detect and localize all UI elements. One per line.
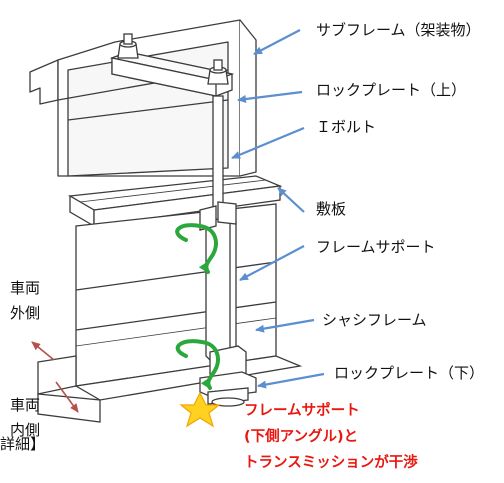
warning-line-3: トランスミッションが干渉: [244, 455, 418, 471]
rotation-arrows: [175, 223, 220, 390]
label-chassis-frame: シャシフレーム: [322, 311, 427, 329]
label-vehicle-outer-2: 外側: [10, 304, 41, 322]
lock-plate-lower: [199, 371, 257, 407]
callout-lock-plate-lower: [257, 372, 325, 389]
label-i-bolt: Ｉボルト: [316, 118, 377, 136]
warning-line-2: (下側アングル)と: [244, 429, 359, 445]
rotation-arrow-upper: [175, 223, 218, 274]
direction-arrows: [31, 341, 79, 413]
callout-subframe: [253, 29, 301, 55]
interference-star-icon: [179, 391, 221, 428]
callout-arrows: [231, 29, 325, 389]
callout-frame-support: [239, 245, 305, 281]
label-shikiita: 敷板: [316, 200, 347, 218]
label-vehicle-inner-1: 車両: [10, 396, 41, 414]
callout-lock-plate-upper: [237, 90, 303, 103]
label-lock-plate-lower: ロックプレート（下）: [334, 364, 485, 382]
direction-arrow-outer: [31, 341, 55, 361]
callout-shikiita: [277, 187, 305, 213]
label-lock-plate-upper: ロックプレート（上）: [316, 81, 467, 99]
chassis-frame-channel: [37, 203, 303, 423]
label-subframe: サブフレーム（架装物）: [316, 21, 481, 39]
label-vehicle-inner-2: 内側: [10, 421, 41, 439]
label-vehicle-outer-1: 車両: [10, 279, 41, 297]
rotation-arrow-lower: [175, 339, 220, 390]
warning-line-1: フレームサポート: [244, 403, 360, 419]
callout-i-bolt: [231, 126, 305, 160]
label-detail-partial: 詳細】: [0, 435, 46, 453]
callout-chassis-frame: [255, 318, 315, 333]
label-frame-support: フレームサポート: [316, 238, 436, 256]
direction-arrow-inner: [55, 381, 79, 413]
